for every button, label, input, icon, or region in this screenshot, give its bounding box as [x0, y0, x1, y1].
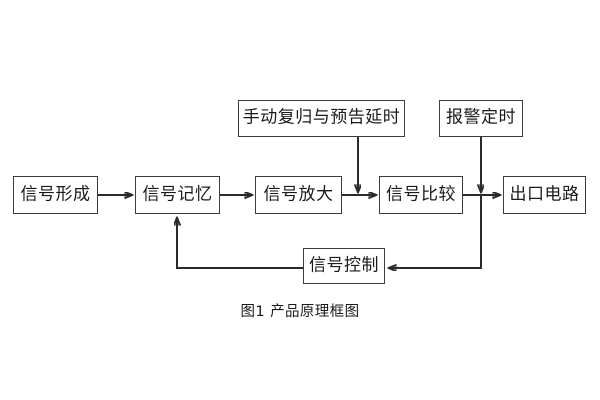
node-manual-reset-delay[interactable]: 手动复归与预告延时 — [238, 100, 405, 137]
node-label: 出口电路 — [509, 184, 580, 204]
node-label: 信号放大 — [263, 184, 334, 204]
node-alarm-timer[interactable]: 报警定时 — [439, 100, 523, 137]
node-signal-forming[interactable]: 信号形成 — [13, 176, 98, 214]
node-signal-memory[interactable]: 信号记忆 — [135, 176, 220, 214]
node-label: 手动复归与预告延时 — [242, 107, 401, 128]
edge-output-to-control — [389, 195, 482, 268]
edge-control-to-memory — [177, 218, 303, 269]
node-label: 信号控制 — [309, 255, 379, 275]
node-signal-compare[interactable]: 信号比较 — [379, 176, 463, 214]
node-output-circuit[interactable]: 出口电路 — [503, 176, 586, 214]
node-signal-amplify[interactable]: 信号放大 — [255, 176, 342, 214]
node-label: 报警定时 — [446, 107, 516, 128]
node-signal-control[interactable]: 信号控制 — [303, 248, 385, 284]
node-label: 信号记忆 — [142, 184, 213, 204]
figure-caption: 图1 产品原理框图 — [240, 304, 360, 320]
node-label: 信号比较 — [386, 184, 456, 204]
node-label: 信号形成 — [20, 184, 91, 204]
